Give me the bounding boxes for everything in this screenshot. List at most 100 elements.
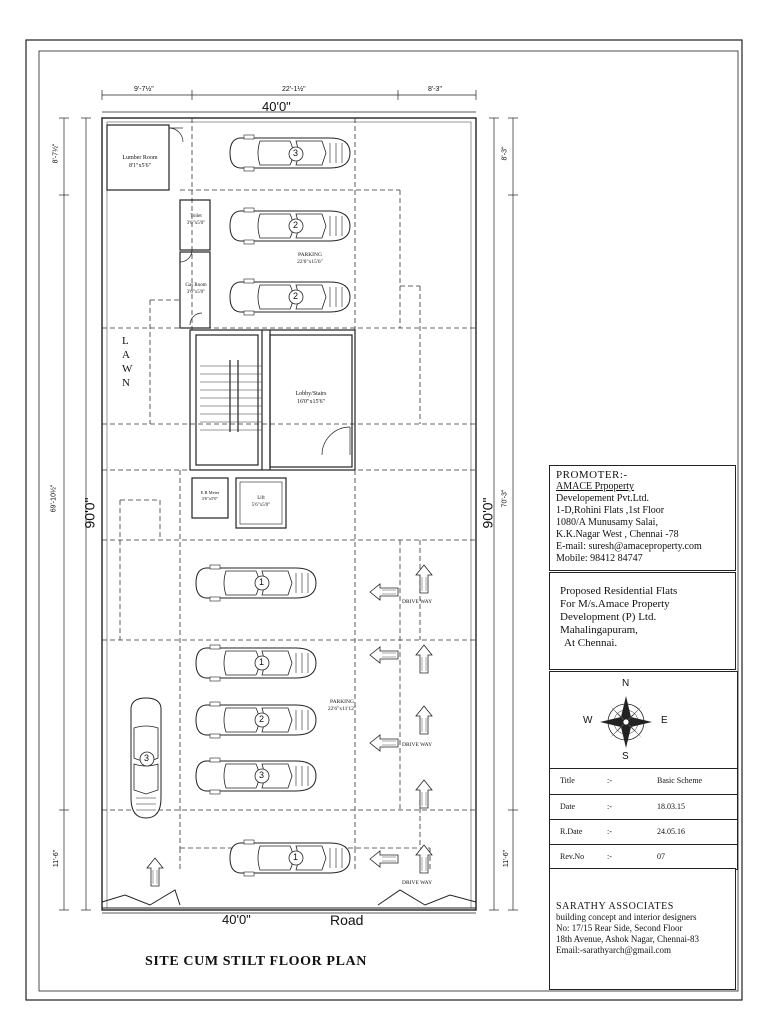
project-line: Development (P) Ltd.: [560, 611, 657, 623]
meta-sep: :-: [607, 776, 612, 785]
toilet-name: Toilet: [190, 214, 202, 219]
lawn-letter: N: [122, 377, 131, 389]
car-number: 3: [259, 770, 265, 780]
front-gate: [101, 889, 477, 909]
lift-size: 5'6"x5'0": [251, 503, 271, 508]
project-line: For M/s.Amace Property: [560, 598, 670, 610]
project-block: Proposed Residential Flats For M/s.Amace…: [549, 572, 736, 670]
structural-grid: [102, 118, 476, 870]
drawing-title: SITE CUM STILT FLOOR PLAN: [145, 954, 367, 969]
lawn-label: L A W N: [122, 334, 133, 390]
lift-shaft: [235, 477, 287, 529]
car-number: 1: [259, 577, 265, 587]
lift-label: Lift 5'6"x5'0": [240, 495, 282, 509]
lift-name: Lift: [257, 496, 265, 501]
meta-key: Title: [560, 776, 575, 785]
meta-key: Date: [560, 802, 576, 811]
lumber-room-size: 8'1"x5'6": [128, 163, 152, 169]
compass-rose-icon: [600, 696, 652, 748]
car-number: 3: [144, 753, 150, 763]
gas-room-label: Gas Room 3'6"x5'0": [181, 282, 211, 296]
dim-top-left: 9'-7½": [134, 86, 154, 93]
left-dimension: [59, 117, 91, 911]
compass-east: E: [661, 715, 668, 726]
project-line: Proposed Residential Flats: [560, 585, 678, 597]
drawing-meta-block: Title :- Basic Scheme Date :- 18.03.15 R…: [549, 768, 738, 870]
toilet-room: [179, 199, 211, 251]
lumber-room-label: Lumber Room 8'1"x5'6": [116, 154, 164, 170]
eb-meter-name: E.B Meter: [200, 490, 220, 495]
lumber-room: [106, 124, 184, 191]
project-line: At Chennai.: [564, 637, 618, 649]
dim-left-mid: 69'-10½": [50, 484, 58, 513]
meta-row-date: Date :- 18.03.15: [550, 794, 737, 819]
promoter-line: E-mail: suresh@amaceproperty.com: [556, 541, 702, 552]
lumber-room-name: Lumber Room: [122, 155, 158, 161]
driveway-label: DRIVE WAY: [402, 599, 433, 605]
lawn-letter: W: [122, 363, 134, 375]
promoter-heading: PROMOTER:-: [556, 469, 628, 481]
dim-left-upper: 8'-7½": [52, 143, 60, 164]
meta-row-revno: Rev.No :- 07: [550, 844, 737, 869]
lawn-letter: L: [122, 335, 130, 347]
dim-top-right: 8'-3": [428, 86, 442, 93]
eb-meter-label: E.B Meter 3'6"x5'0": [192, 490, 228, 502]
parking-bottom-label: PARKING 22'6"x11'12": [314, 699, 370, 713]
right-dimension: [489, 117, 518, 911]
dim-width-bottom: 40'0": [222, 912, 251, 927]
stair-lobby-block: [189, 329, 356, 471]
meta-row-rdate: R.Date :- 24.05.16: [550, 819, 737, 844]
architect-block: SARATHY ASSOCIATES building concept and …: [549, 868, 736, 990]
architect-line: building concept and interior designers: [556, 912, 697, 922]
lobby-name: Lobby/Stairs: [295, 391, 327, 397]
driveway-label: DRIVE WAY: [402, 742, 433, 748]
meta-key: Rev.No: [560, 852, 585, 861]
meta-row-title: Title :- Basic Scheme: [550, 769, 737, 793]
eb-meter-size: 3'6"x5'0": [201, 496, 219, 501]
driveway-label: DRIVE WAY: [402, 880, 433, 886]
plot-boundary: [101, 117, 477, 911]
meta-value: 07: [657, 852, 665, 861]
meta-sep: :-: [607, 852, 612, 861]
gas-room-size: 3'6"x5'0": [186, 290, 206, 295]
dim-right-upper: 8'-3": [501, 146, 509, 161]
car-number: 2: [293, 291, 299, 301]
lawn-letter: A: [122, 349, 131, 361]
car-number: 3: [293, 148, 299, 158]
dim-left-lower: 11'-6": [53, 849, 61, 868]
compass-west: W: [583, 715, 593, 726]
eb-meter-room: [191, 477, 229, 519]
meta-value: Basic Scheme: [657, 776, 703, 785]
promoter-line: AMACE Prpoperty: [556, 481, 635, 492]
dim-right-lower: 11'-6": [503, 849, 511, 868]
dim-depth-right: 90'0": [479, 497, 496, 529]
meta-value: 24.05.16: [657, 827, 685, 836]
lobby-size: 16'0"x15'6": [296, 399, 326, 405]
architect-line: No: 17/15 Rear Side, Second Floor: [556, 923, 683, 933]
parking-bottom-size: 22'6"x11'12": [327, 706, 357, 712]
lobby-label: Lobby/Stairs 16'0"x15'6": [278, 390, 344, 406]
meta-sep: :-: [607, 827, 612, 836]
architect-line: 18th Avenue, Ashok Nagar, Chennai-83: [556, 934, 699, 944]
promoter-block: PROMOTER:- AMACE Prpoperty Developement …: [549, 465, 736, 571]
car-number: 1: [259, 657, 265, 667]
car-number: 1: [293, 852, 299, 862]
promoter-line: K.K.Nagar West , Chennai -78: [556, 529, 679, 540]
architect-line: Email:-sarathyarch@gmail.com: [556, 945, 671, 955]
promoter-line: Mobile: 98412 84747: [556, 553, 643, 564]
road-label: Road: [330, 912, 364, 928]
top-dimension: [101, 90, 477, 113]
meta-value: 18.03.15: [657, 802, 685, 811]
dim-top-mid: 22'-1½": [282, 86, 306, 93]
meta-key: R.Date: [560, 827, 583, 836]
toilet-size: 3'6"x5'0": [186, 221, 206, 226]
car-number: 2: [293, 220, 299, 230]
parking-top-size: 22'6"x15'6": [297, 259, 323, 265]
gas-room-name: Gas Room: [185, 283, 207, 288]
promoter-line: 1080/A Munusamy Salai,: [556, 517, 658, 528]
parking-top-label: PARKING 22'6"x15'6": [282, 252, 338, 266]
car-number: 2: [259, 714, 265, 724]
promoter-line: 1-D,Rohini Flats ,1st Floor: [556, 505, 665, 516]
meta-sep: :-: [607, 802, 612, 811]
